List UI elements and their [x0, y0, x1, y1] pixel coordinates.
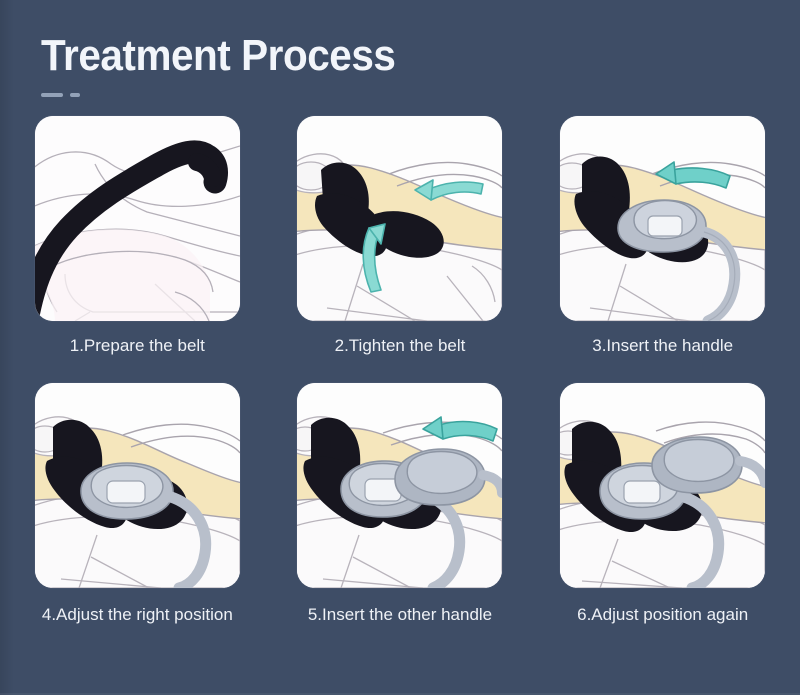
handle-device-2	[651, 436, 766, 494]
step-6-illustration-panel	[560, 383, 766, 588]
step-4-illustration-panel	[34, 383, 240, 588]
steps-grid: 1.Prepare the belt	[20, 116, 780, 625]
dash-short-icon	[70, 93, 80, 97]
left-edge-shade	[0, 0, 14, 695]
handle-device-1	[617, 199, 741, 321]
illustration-handle-inserted-into-belt	[560, 116, 766, 321]
arrow-teal-left	[655, 161, 731, 189]
illustration-second-handle-inserted	[297, 383, 503, 588]
illustration-belts-wrapped-around-torso	[297, 116, 503, 321]
step-5-caption: 5.Insert the other handle	[307, 605, 493, 624]
step-2: 2.Tighten the belt	[283, 116, 518, 356]
handle-device-1	[80, 462, 211, 588]
title-underline-dashes	[41, 93, 426, 97]
step-5: 5.Insert the other handle	[283, 383, 518, 625]
dash-long-icon	[41, 93, 63, 97]
illustration-both-handles-final-position	[560, 383, 766, 588]
step-1-caption: 1.Prepare the belt	[69, 336, 205, 355]
illustration-belt-laid-on-bed	[34, 116, 240, 321]
step-3: 3.Insert the handle	[545, 116, 780, 356]
arrow-teal-upper	[414, 179, 485, 201]
step-1-illustration-panel	[34, 116, 240, 321]
step-3-caption: 3.Insert the handle	[592, 336, 734, 355]
step-4: 4.Adjust the right position	[20, 383, 255, 625]
arrow-teal-left	[422, 416, 499, 442]
illustration-handle-positioned	[34, 383, 240, 588]
step-2-illustration-panel	[297, 116, 503, 321]
header: Treatment Process	[41, 30, 426, 97]
step-4-caption: 4.Adjust the right position	[41, 605, 233, 624]
step-3-illustration-panel	[560, 116, 766, 321]
step-6-caption: 6.Adjust position again	[577, 605, 749, 624]
step-1: 1.Prepare the belt	[20, 116, 255, 356]
step-5-illustration-panel	[297, 383, 503, 588]
step-2-caption: 2.Tighten the belt	[334, 336, 466, 355]
step-6: 6.Adjust position again	[545, 383, 780, 625]
page-title: Treatment Process	[41, 31, 396, 80]
arrow-teal-lower	[362, 223, 387, 293]
